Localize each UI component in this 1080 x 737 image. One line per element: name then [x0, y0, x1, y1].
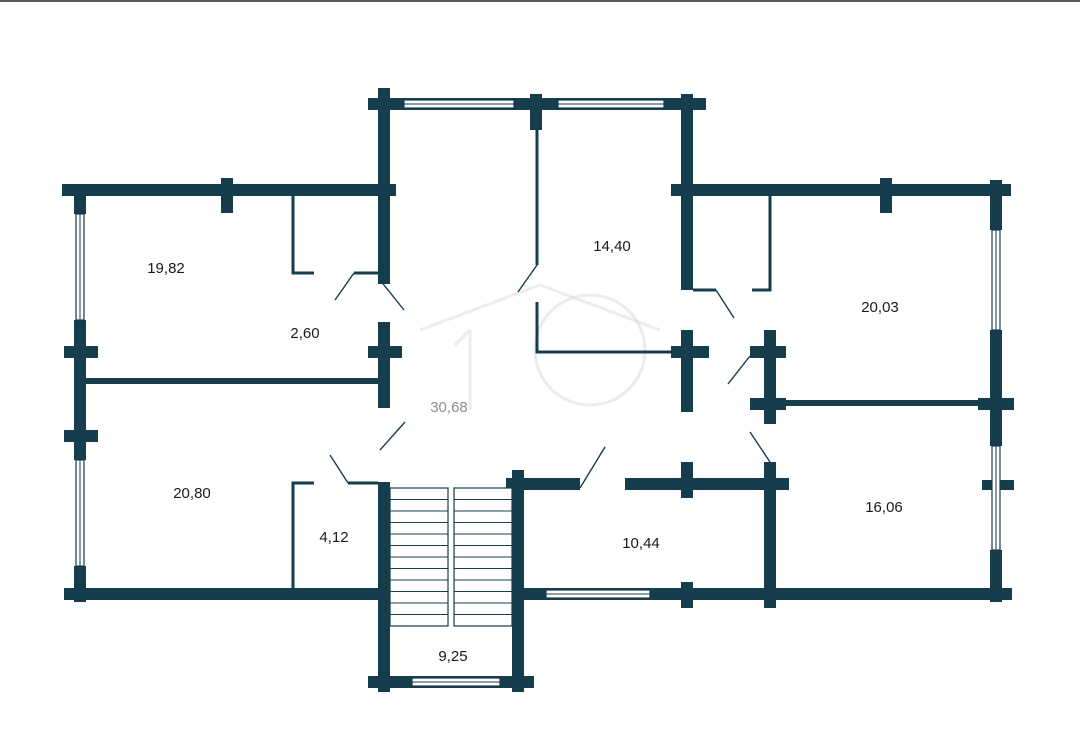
room-labels: 19,82 2,60 14,40 20,03 30,68 20,80 4,12 …: [147, 238, 903, 665]
room-area-r1: 19,82: [147, 260, 185, 277]
room-area-r10: 9,25: [438, 648, 467, 665]
house-logo-icon: [419, 283, 661, 410]
doors: [329, 264, 771, 489]
room-area-r8: 10,44: [622, 535, 660, 552]
partitions: [291, 128, 772, 588]
staircase: [389, 487, 513, 627]
room-area-r4: 20,03: [861, 299, 899, 316]
room-area-r2: 2,60: [290, 325, 319, 342]
room-area-r5: 30,68: [430, 399, 468, 416]
room-area-r7: 4,12: [319, 529, 348, 546]
room-area-r3: 14,40: [593, 238, 631, 255]
watermark: [419, 283, 661, 410]
walls: [62, 88, 1014, 692]
room-area-r6: 20,80: [173, 485, 211, 502]
room-area-r9: 16,06: [865, 499, 903, 516]
windows: [75, 99, 1001, 687]
